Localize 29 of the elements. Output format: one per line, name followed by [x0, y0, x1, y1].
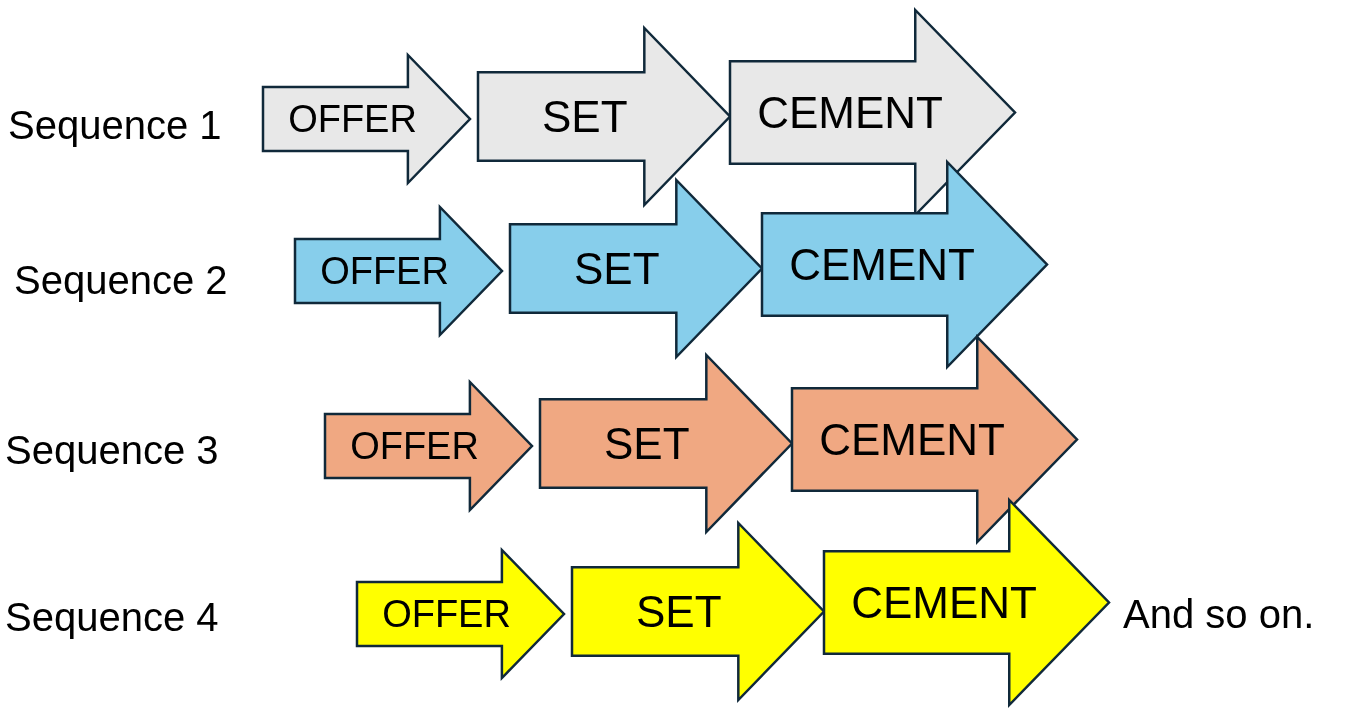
arrow-text: OFFER	[350, 424, 479, 468]
arrow-shape	[478, 28, 730, 205]
row-label: Sequence 2	[14, 257, 228, 303]
arrow-shape	[357, 550, 564, 678]
arrow-shape	[824, 500, 1109, 705]
arrow-text: CEMENT	[789, 239, 975, 290]
row-label: Sequence 4	[5, 594, 219, 640]
arrow-text: SET	[603, 418, 690, 469]
arrow-shape	[510, 180, 762, 357]
arrow-shape	[295, 207, 502, 335]
arrow-text: OFFER	[320, 249, 449, 293]
arrow-text: CEMENT	[851, 577, 1037, 628]
arrow-text: SET	[573, 243, 660, 294]
row-label: Sequence 1	[8, 102, 222, 148]
arrow-shape	[572, 523, 824, 700]
arrow-shape	[762, 162, 1047, 367]
arrow-text: CEMENT	[819, 414, 1005, 465]
arrow-shape	[730, 10, 1015, 215]
arrow-text: SET	[635, 586, 722, 637]
arrow-text: OFFER	[382, 592, 511, 636]
arrow-shape	[792, 337, 1077, 542]
arrow-shape	[540, 355, 792, 532]
row-label: Sequence 3	[5, 427, 219, 473]
note-text: And so on.	[1123, 591, 1315, 637]
arrow-text: CEMENT	[757, 87, 943, 138]
arrow-shape	[325, 382, 532, 510]
arrow-shape	[263, 55, 470, 183]
arrow-text: OFFER	[288, 97, 417, 141]
arrow-text: SET	[541, 91, 628, 142]
